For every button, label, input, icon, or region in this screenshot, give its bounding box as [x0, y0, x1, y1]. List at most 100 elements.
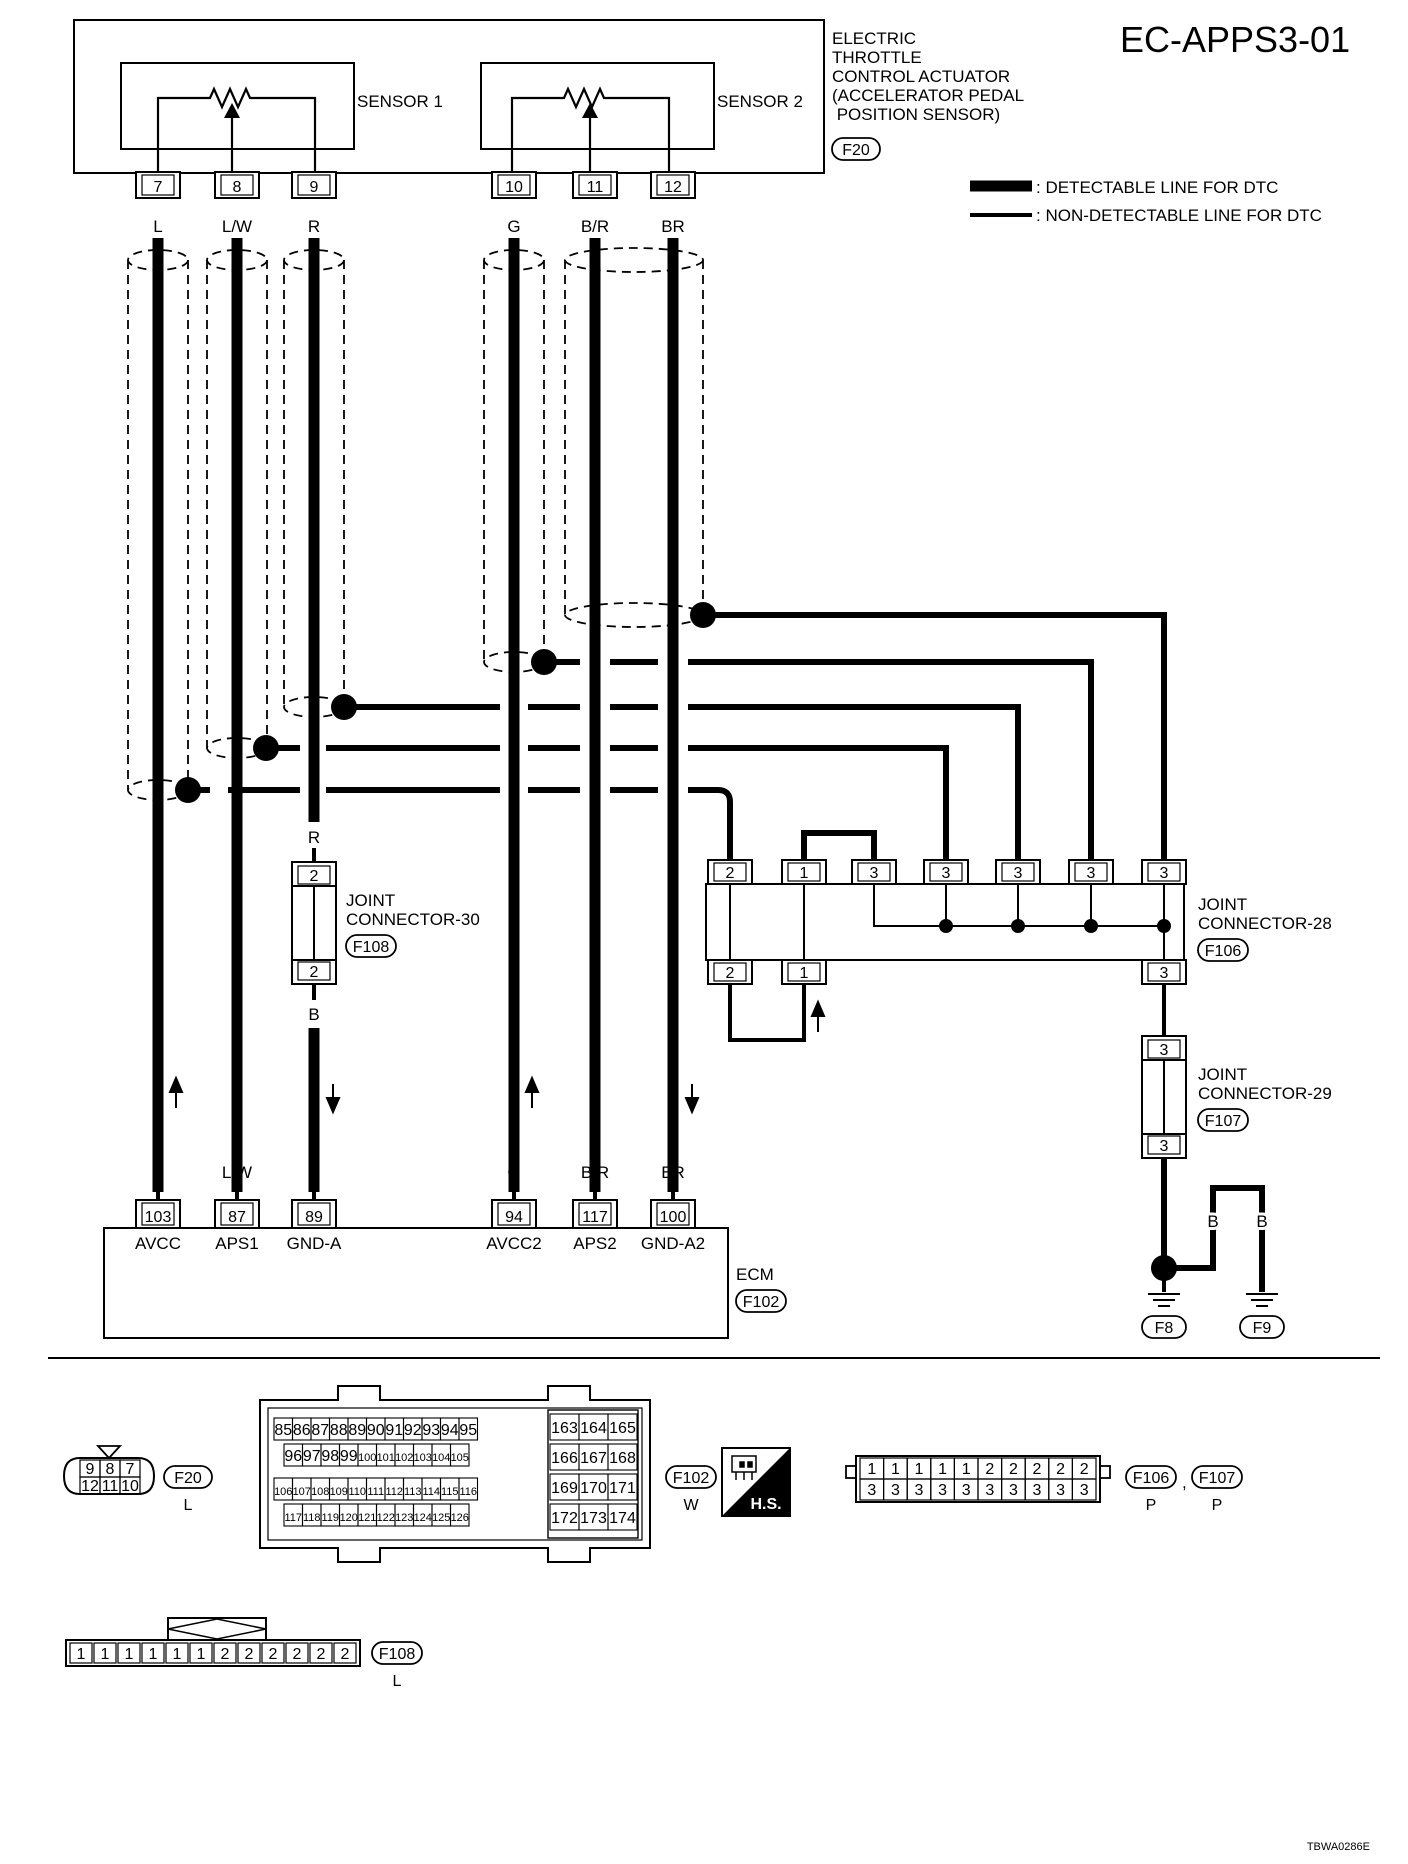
ecm-pin: 100: [660, 1209, 687, 1226]
ecm-connector-tag-label: F102: [743, 1294, 780, 1311]
f102-face-inner: [267, 1407, 643, 1541]
sensor2-wiper-arrow: [582, 103, 598, 118]
jc28-bottom-pin-inner: [713, 962, 747, 982]
ground-wire-label-2: B: [1256, 1212, 1267, 1231]
ground-f8-label: F8: [1155, 1320, 1174, 1337]
sensor1-label: SENSOR 1: [357, 92, 443, 111]
f108-view-cell: [69, 1642, 93, 1664]
f106-f107-view-pin: 3: [938, 1482, 947, 1499]
f108-view-cell: [189, 1642, 213, 1664]
f102-view-pin: 112: [385, 1486, 403, 1498]
legend-detectable-label: : DETECTABLE LINE FOR DTC: [1036, 178, 1278, 197]
f108-face-outline: [65, 1639, 361, 1667]
f20-pin-box: [135, 171, 181, 199]
actuator-name-line1: ELECTRIC: [832, 29, 916, 48]
f102-side-pin: 168: [609, 1450, 636, 1467]
jc28-bottom-pin: 2: [726, 965, 735, 982]
f20-pin-box: [572, 171, 618, 199]
jc28-bottom-pin: 1: [800, 965, 809, 982]
f108-view-pin: 1: [197, 1646, 206, 1663]
f102-side-pin: 166: [551, 1450, 578, 1467]
hs-badge-label: H.S.: [750, 1496, 781, 1513]
f102-view-pin: 114: [422, 1486, 440, 1498]
jc28-top-pin-inner: [929, 862, 963, 882]
f102-view-pin: 103: [414, 1452, 432, 1464]
ecm-pin-box: [214, 1199, 260, 1229]
f102-view-pin: 85: [274, 1422, 292, 1439]
jc28-top-pin: 3: [1160, 865, 1169, 882]
signal-arrows: [168, 999, 826, 1115]
f102-view-pin: 125: [432, 1512, 450, 1524]
jc28-top-pin: 1: [800, 865, 809, 882]
f20-view-tag: [163, 1465, 213, 1489]
f20-pin-inner: [497, 174, 531, 196]
f102-view-pin: 88: [330, 1422, 348, 1439]
wire-color-labels-bottom: L L/W B G B/R BR: [153, 1163, 685, 1182]
jc28-bottom-pin-inner: [1147, 962, 1181, 982]
f20-pin-box: [214, 171, 260, 199]
ecm-signal-label: APS2: [573, 1234, 616, 1253]
shield-aps1: [206, 260, 268, 748]
shield-drain-wires: [188, 612, 1167, 870]
f20-pin-inner: [578, 174, 612, 196]
f106-f107-view-pin: 3: [985, 1482, 994, 1499]
ground-f9-tag: [1239, 1315, 1285, 1339]
f102-view-pin: 113: [404, 1486, 422, 1498]
f102-view-cell: [458, 1477, 479, 1501]
ecm-pin-inner: [297, 1202, 331, 1226]
jc28-label-line2: CONNECTOR-28: [1198, 914, 1332, 933]
f108-key-diamond: [167, 1618, 267, 1640]
f20-pin-box: [291, 171, 337, 199]
wire-color-bottom-aps1: L/W: [222, 1163, 252, 1182]
actuator-name-line2: THROTTLE: [832, 48, 922, 67]
ecm-pin: 94: [505, 1209, 523, 1226]
jc30-wire-top-label: R: [308, 828, 320, 847]
drain-gnda: [344, 704, 1021, 860]
jc28-internal-bus: [729, 884, 1165, 960]
ecm-pin-box: [572, 1199, 618, 1229]
f20-pin-box: [650, 171, 696, 199]
f20-pin-inner: [141, 174, 175, 196]
sensor2-label: SENSOR 2: [717, 92, 803, 111]
shield-sensor2-pair-bottom: [564, 602, 704, 628]
f102-view-pin: 116: [459, 1486, 477, 1498]
f20-view-pin: 9: [86, 1461, 95, 1478]
jc29-label-line2: CONNECTOR-29: [1198, 1084, 1332, 1103]
f102-view-pin: 96: [284, 1448, 302, 1465]
f106-f107-view-pin: 1: [867, 1461, 876, 1478]
f108-view-pin: 2: [293, 1646, 302, 1663]
f20-pin: 12: [664, 179, 682, 196]
f108-view-pin: 1: [149, 1646, 158, 1663]
f102-view-pin: 118: [303, 1512, 321, 1524]
jc28-top-pin-box: [1068, 859, 1114, 885]
jc30-pin-bottom-inner: [297, 961, 331, 981]
ecm-signal-label: GND-A2: [641, 1234, 705, 1253]
ground-wire-link: [1164, 1185, 1265, 1292]
f102-side-pin: 173: [580, 1510, 607, 1527]
drain-dot-avcc: [175, 777, 201, 803]
throttle-actuator: SENSOR 1 SENSOR 2 ELECTRIC THROTTLE CONT…: [73, 19, 1024, 175]
ecm: 103AVCC87APS189GND-A94AVCC2117APS2100GND…: [103, 1192, 787, 1339]
ecm-pin-box: [491, 1199, 537, 1229]
f20-view-tag-label: F20: [174, 1470, 202, 1487]
drain-avcc: [188, 787, 733, 870]
jc30-pin-top: 2: [310, 868, 319, 885]
legend: : DETECTABLE LINE FOR DTC : NON-DETECTAB…: [970, 178, 1322, 225]
jc28-top-pin-box: [1141, 859, 1187, 885]
f20-view-color: L: [184, 1497, 193, 1514]
f20-pin-box: [491, 171, 537, 199]
sensor1-potentiometer: [156, 86, 317, 175]
jc29-pin-top-inner: [1147, 1039, 1181, 1059]
actuator-name-line5: POSITION SENSOR): [832, 105, 1000, 124]
f102-view-pin: 87: [311, 1422, 329, 1439]
f108-key-block: [167, 1617, 267, 1641]
ground-f8-tag: [1141, 1315, 1187, 1339]
f102-side-pin: 165: [609, 1420, 636, 1437]
wire-color-top-avcc2: G: [507, 217, 520, 236]
f20-key-tab: [95, 1445, 123, 1460]
f106-view-tag: [1125, 1465, 1177, 1489]
jc28-connector-tag-label: F106: [1205, 943, 1242, 960]
f108-view-cell: [141, 1642, 165, 1664]
